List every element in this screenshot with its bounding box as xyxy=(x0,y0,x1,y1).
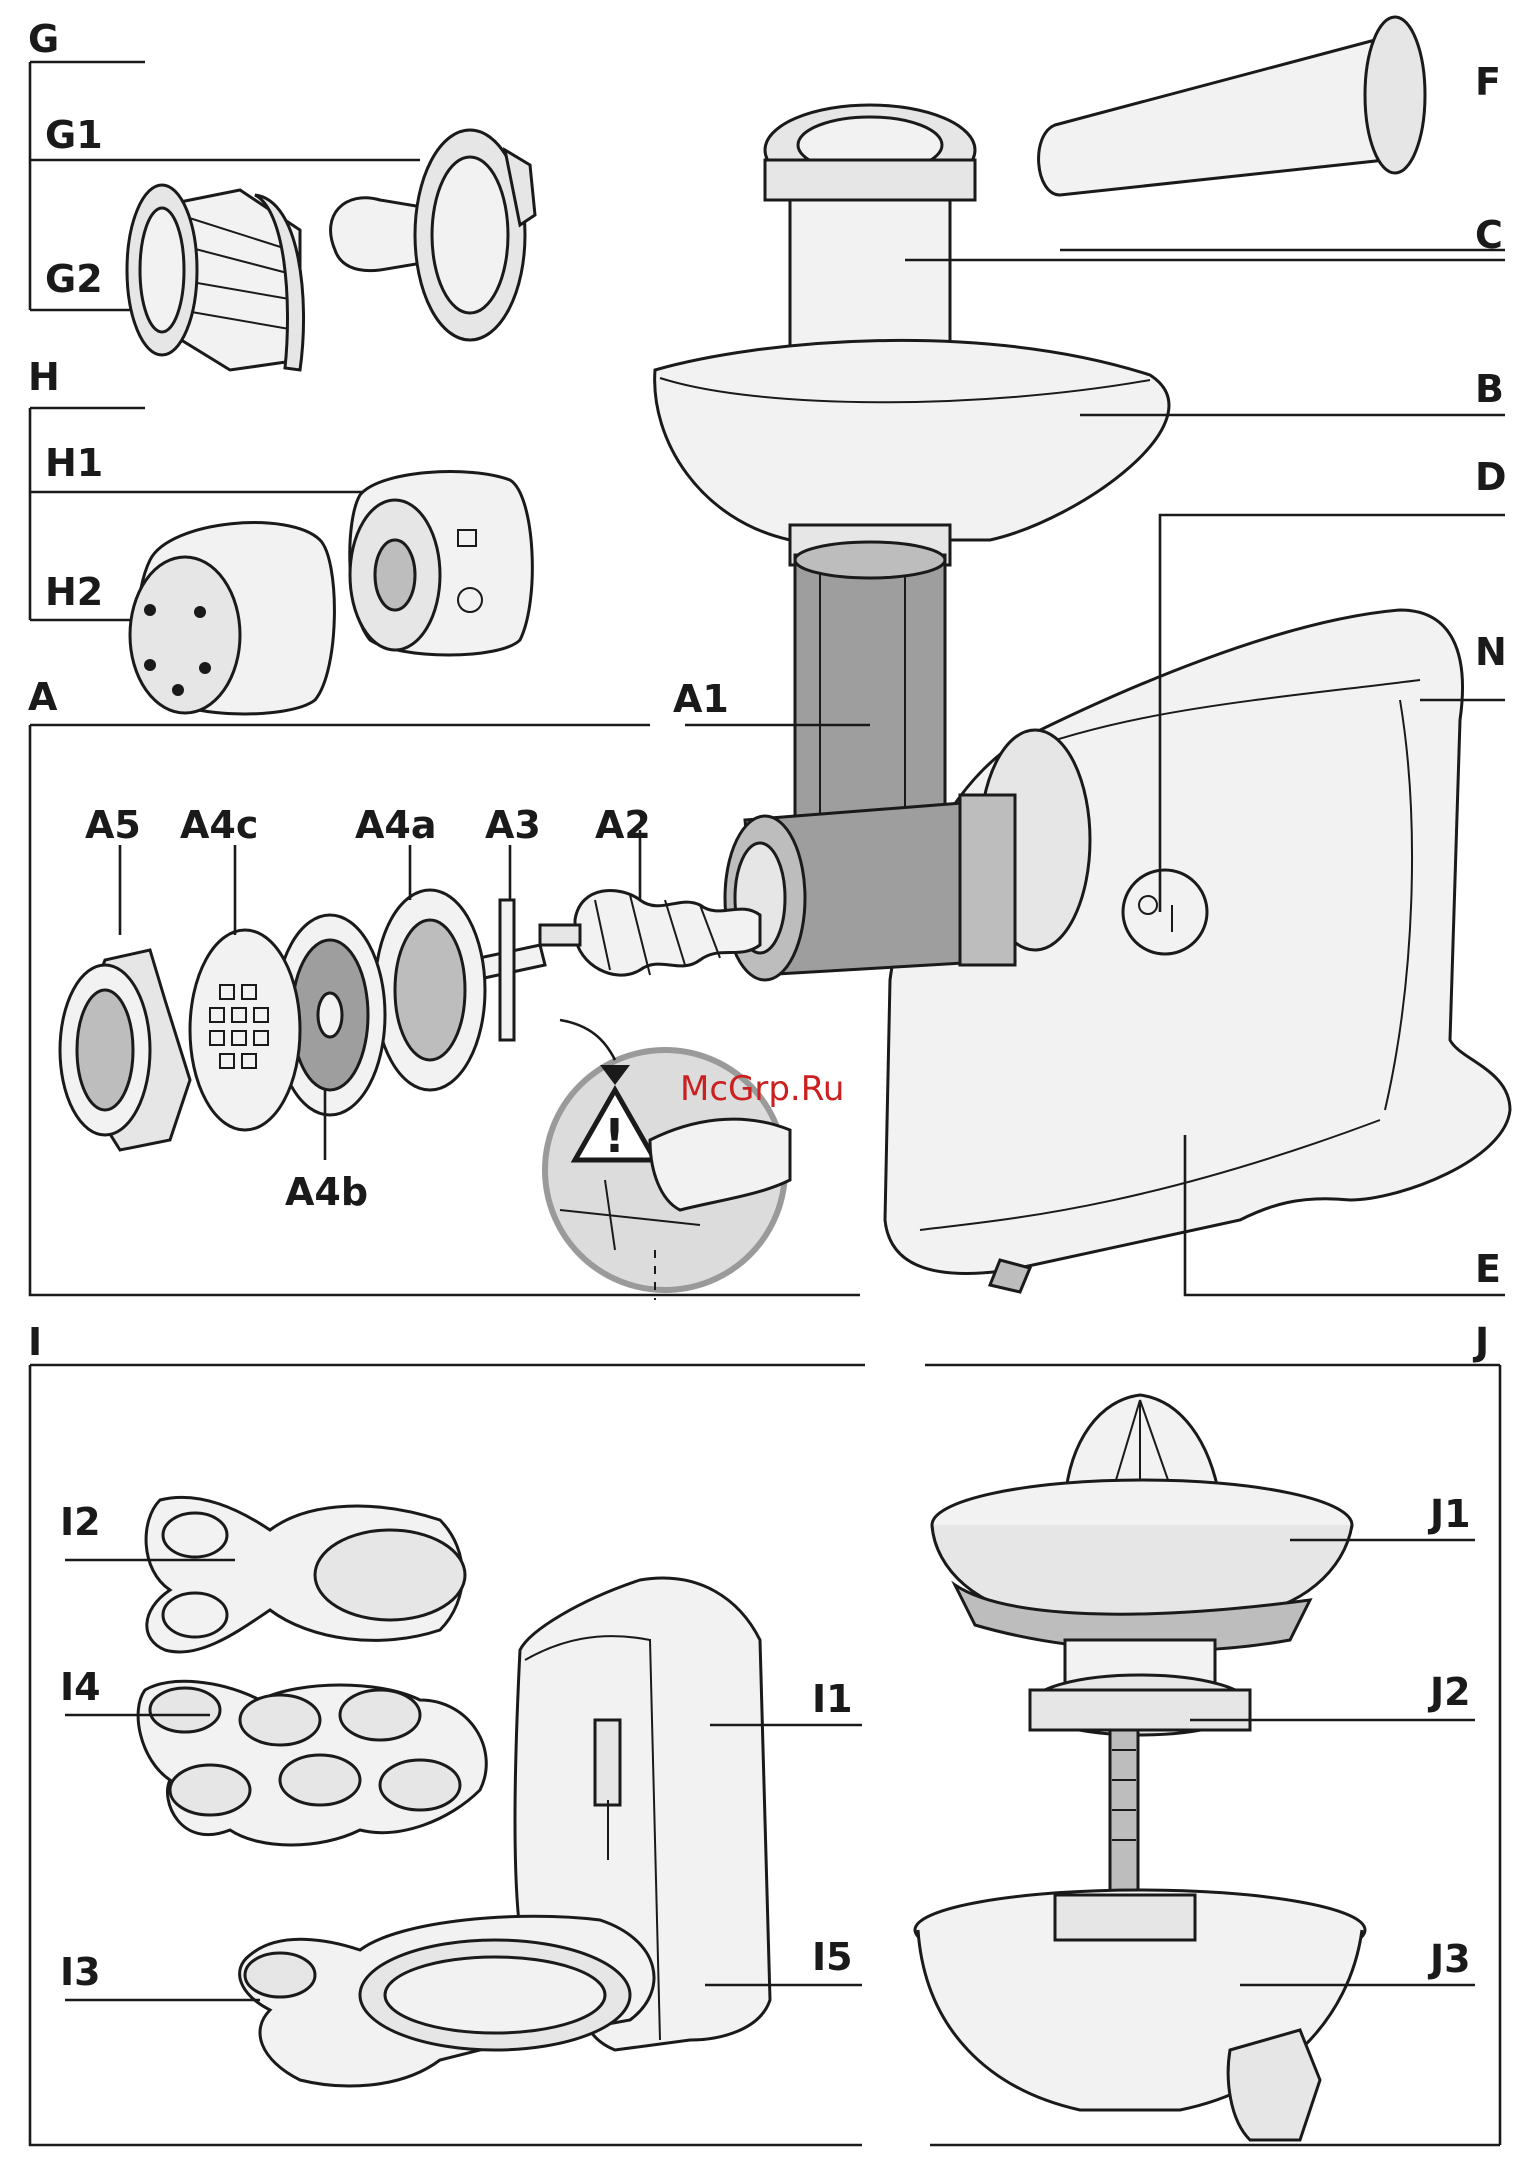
part-j3-bowl xyxy=(915,1890,1365,2140)
label-a4b: A4b xyxy=(285,1170,368,1214)
label-j1: J1 xyxy=(1427,1492,1471,1536)
label-g2: G2 xyxy=(45,257,103,301)
part-b-tray xyxy=(655,340,1169,565)
label-i2: I2 xyxy=(60,1500,101,1544)
label-j2: J2 xyxy=(1427,1670,1471,1714)
label-i1: I1 xyxy=(812,1677,853,1721)
part-i3-holder xyxy=(240,1916,654,2086)
watermark: McGrp.Ru xyxy=(680,1069,844,1109)
label-g: G xyxy=(28,17,59,61)
label-a4c: A4c xyxy=(180,803,258,847)
label-a: A xyxy=(28,675,58,719)
label-g1: G1 xyxy=(45,113,103,157)
label-c: C xyxy=(1475,213,1503,257)
label-j3: J3 xyxy=(1427,1937,1471,1981)
label-d: D xyxy=(1475,455,1507,499)
label-i3: I3 xyxy=(60,1950,101,1994)
safety-warning-callout: ! xyxy=(545,1020,790,1300)
label-h2: H2 xyxy=(45,570,103,614)
label-i4: I4 xyxy=(60,1665,101,1709)
part-g1-citrus-head xyxy=(331,130,535,340)
label-j: J xyxy=(1472,1320,1489,1364)
svg-text:!: ! xyxy=(604,1109,625,1163)
part-d-switch xyxy=(1123,870,1207,954)
part-f-sausage-nozzle xyxy=(1039,17,1425,195)
part-a4a-plate xyxy=(375,890,485,1090)
label-a5: A5 xyxy=(85,803,141,847)
part-a4c-plate xyxy=(190,930,300,1130)
label-a1: A1 xyxy=(673,677,729,721)
label-n: N xyxy=(1475,630,1507,674)
label-a3: A3 xyxy=(485,803,541,847)
part-j2-adapter xyxy=(1030,1640,1250,1920)
part-h2-drum xyxy=(130,523,334,714)
label-h1: H1 xyxy=(45,441,103,485)
label-e: E xyxy=(1475,1247,1501,1291)
part-a5-ring-nut xyxy=(60,950,190,1150)
label-f: F xyxy=(1475,60,1501,104)
part-g2-cone-sieve xyxy=(127,185,304,370)
label-i: I xyxy=(28,1320,42,1364)
label-b: B xyxy=(1475,367,1504,411)
label-a4a: A4a xyxy=(355,803,437,847)
part-i4-holder xyxy=(138,1681,486,1845)
part-i2-holder xyxy=(146,1497,465,1652)
part-h1-drum xyxy=(350,472,533,655)
part-a-mincer-head xyxy=(725,795,1015,980)
label-h: H xyxy=(28,355,60,399)
label-i5: I5 xyxy=(812,1935,853,1979)
part-j1-reamer xyxy=(932,1395,1352,1651)
label-a2: A2 xyxy=(595,803,651,847)
